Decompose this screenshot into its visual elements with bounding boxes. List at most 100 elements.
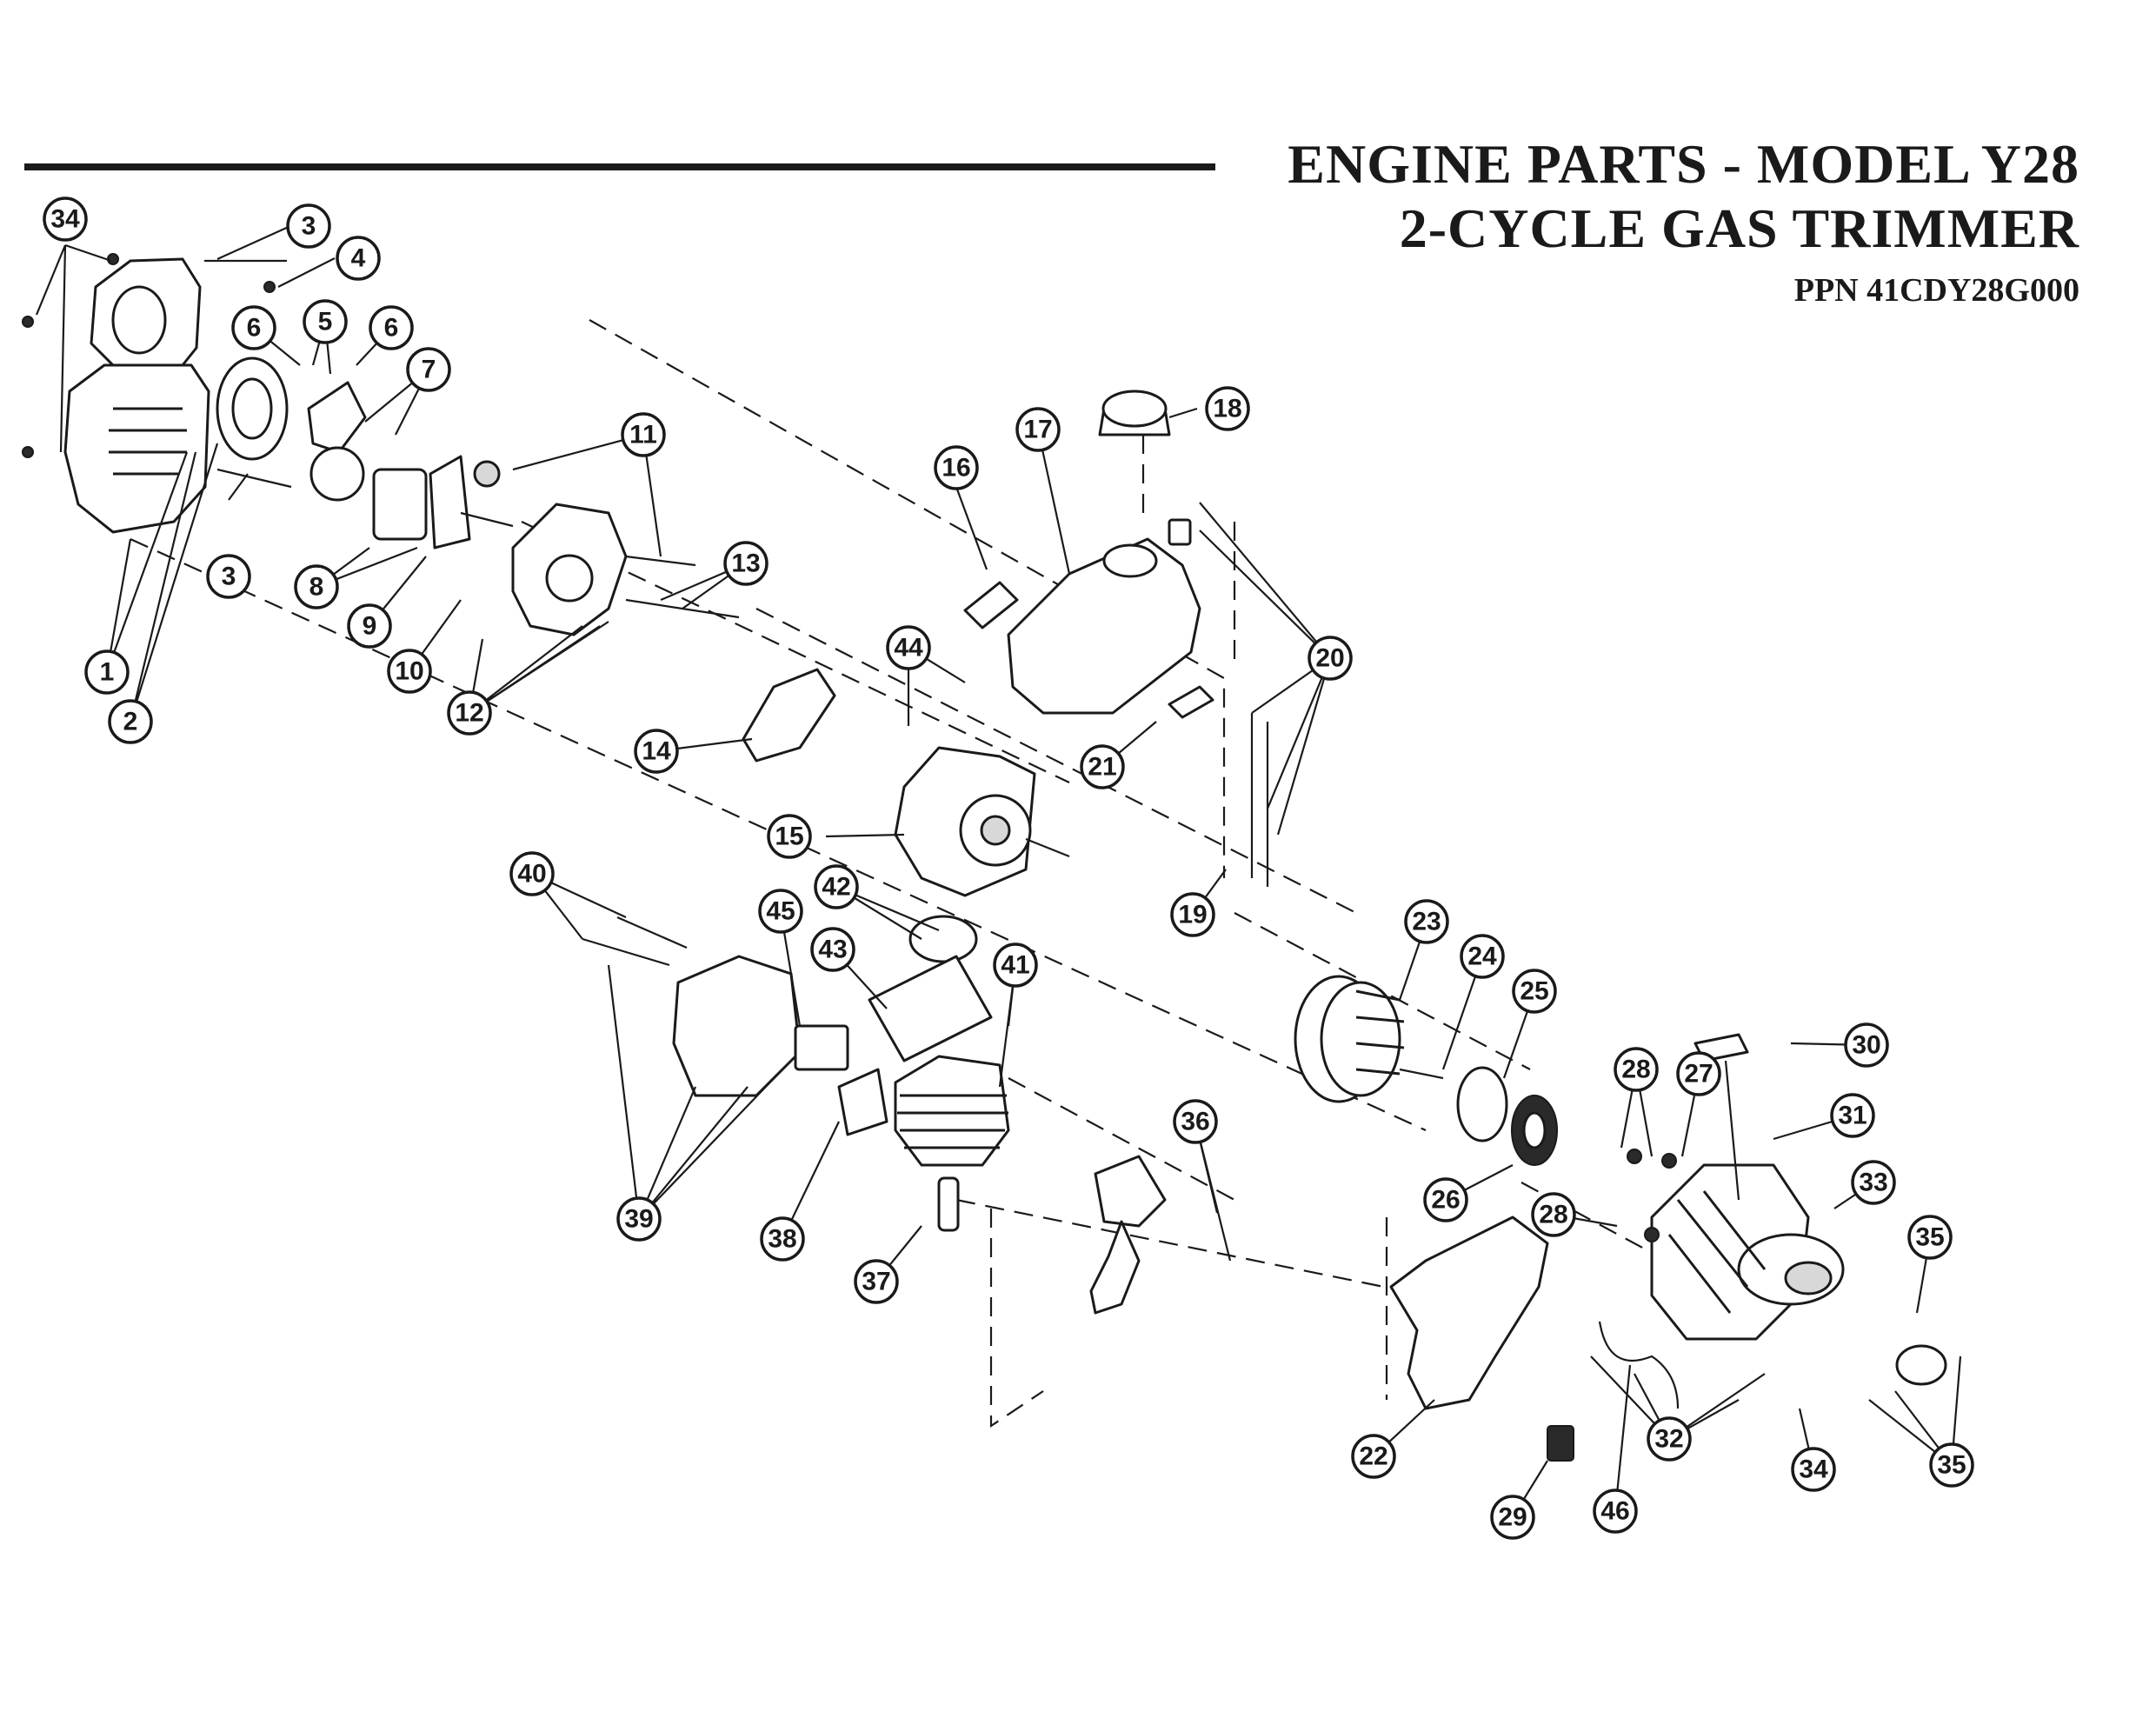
ignition-coil [1089,1155,1167,1315]
svg-text:24: 24 [1467,942,1497,971]
callout-29: 29 [1490,1495,1535,1540]
svg-text:33: 33 [1859,1169,1887,1197]
svg-text:35: 35 [1915,1223,1944,1252]
svg-text:38: 38 [768,1225,796,1254]
callout-35-bottom: 35 [1929,1442,1974,1488]
svg-text:30: 30 [1852,1031,1880,1060]
callout-23: 23 [1404,899,1449,944]
housing-screws [22,253,292,489]
callout-28-bottom: 28 [1531,1192,1576,1237]
svg-text:41: 41 [1001,951,1029,980]
svg-text:11: 11 [629,421,657,450]
engine-housing [63,257,289,534]
callout-24: 24 [1460,934,1505,979]
callout-12: 12 [447,690,492,736]
title-line-1: ENGINE PARTS - MODEL Y28 [1288,133,2079,195]
callout-26: 26 [1423,1177,1468,1222]
callout-8: 8 [294,564,339,609]
callout-22: 22 [1351,1434,1396,1479]
svg-text:12: 12 [455,699,483,728]
svg-text:9: 9 [363,612,377,641]
callout-19: 19 [1170,892,1215,937]
callout-35-top: 35 [1907,1215,1953,1260]
callout-7: 7 [406,347,451,392]
callout-3-top: 3 [286,203,331,249]
svg-text:37: 37 [862,1268,890,1296]
callout-14: 14 [634,729,679,774]
callout-28-top: 28 [1614,1047,1659,1092]
svg-text:6: 6 [247,314,262,343]
callout-18: 18 [1205,386,1250,431]
callout-44: 44 [886,625,931,670]
title-line-2: 2-CYCLE GAS TRIMMER [1399,197,2079,259]
callout-1: 1 [84,649,130,695]
svg-text:14: 14 [642,737,671,766]
svg-text:34: 34 [1799,1455,1828,1484]
callout-34-bottom: 34 [1791,1447,1836,1492]
svg-text:42: 42 [822,873,850,902]
title-block: ENGINE PARTS - MODEL Y28 2-CYCLE GAS TRI… [1288,132,2079,313]
callout-27: 27 [1676,1051,1721,1096]
svg-text:45: 45 [766,897,795,926]
svg-text:23: 23 [1412,908,1441,936]
flywheel-clutch-group [1294,975,1558,1166]
svg-text:15: 15 [775,823,803,851]
callout-21: 21 [1080,744,1125,789]
callout-11: 11 [621,412,666,457]
callout-3-bottom: 3 [206,554,251,599]
svg-text:32: 32 [1654,1425,1683,1454]
svg-text:21: 21 [1088,753,1116,782]
callout-5: 5 [303,299,348,344]
svg-text:34: 34 [50,205,80,234]
intake-block [473,460,740,636]
callout-34-top: 34 [43,196,88,242]
callout-2: 2 [108,699,153,744]
callout-15: 15 [767,814,812,859]
svg-text:3: 3 [222,563,236,591]
callout-38: 38 [760,1216,805,1262]
svg-text:43: 43 [818,936,847,964]
callout-37: 37 [854,1259,899,1304]
svg-text:17: 17 [1023,416,1052,444]
callout-45: 45 [758,889,803,934]
callout-33: 33 [1851,1160,1896,1205]
svg-text:10: 10 [395,657,423,686]
callout-6-left: 6 [231,305,276,350]
svg-text:8: 8 [309,573,324,602]
svg-text:26: 26 [1431,1186,1460,1215]
svg-text:40: 40 [517,860,546,889]
cylinder-muffler-group [582,915,1010,1232]
carburetor-group [307,381,514,549]
svg-text:20: 20 [1315,644,1344,673]
crankcase [894,746,1070,897]
svg-text:22: 22 [1359,1442,1387,1471]
callout-20: 20 [1308,636,1353,681]
gasket [742,668,836,763]
callout-40: 40 [509,851,555,896]
svg-text:7: 7 [422,356,436,384]
callout-9: 9 [347,603,392,649]
svg-text:1: 1 [100,658,115,687]
callout-41: 41 [993,942,1038,988]
callout-16: 16 [934,445,979,490]
starter-handle-group [1389,1033,1947,1462]
fuel-tank [963,390,1269,887]
svg-text:28: 28 [1621,1056,1650,1084]
callout-32: 32 [1647,1416,1692,1462]
ppn-label: PPN 41CDY28G000 [1793,272,2079,309]
svg-text:16: 16 [942,454,970,483]
svg-text:35: 35 [1937,1451,1966,1480]
callout-6-right: 6 [369,305,414,350]
svg-text:19: 19 [1178,901,1207,929]
svg-text:36: 36 [1181,1108,1209,1136]
callout-17: 17 [1015,407,1061,452]
callout-30: 30 [1844,1022,1889,1068]
svg-text:25: 25 [1520,977,1548,1006]
callout-10: 10 [387,649,432,694]
callout-36: 36 [1173,1099,1218,1144]
svg-text:5: 5 [318,308,333,336]
svg-text:4: 4 [351,244,366,273]
callout-43: 43 [810,927,855,972]
svg-text:27: 27 [1684,1060,1713,1089]
